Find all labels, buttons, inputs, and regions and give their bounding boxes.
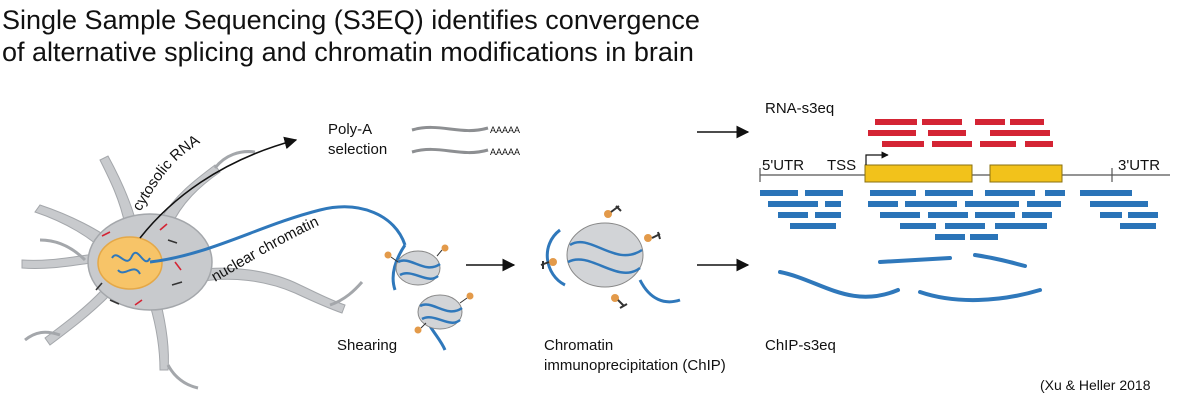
tss-label: TSS xyxy=(827,157,856,174)
chip-read xyxy=(995,223,1047,229)
chip-read xyxy=(778,212,808,218)
mrna-strand xyxy=(411,125,489,133)
rna-read xyxy=(922,119,962,125)
cytosolic-arrow xyxy=(139,136,298,239)
cytosolic-rna-fragments xyxy=(95,223,183,306)
rna-read xyxy=(882,141,924,147)
citation: (Xu & Heller 2018 xyxy=(1040,377,1151,393)
chip-read xyxy=(928,212,968,218)
polya-tail: AAAAA xyxy=(490,125,520,135)
dna-fragment xyxy=(778,270,900,299)
utr5-label: 5'UTR xyxy=(762,157,804,174)
mrna-strand xyxy=(411,147,489,155)
neuron-cell xyxy=(21,150,364,390)
exon-1 xyxy=(864,164,973,183)
poly-a-label: Poly-A xyxy=(328,121,372,138)
gene-model xyxy=(759,151,1170,183)
chip-read xyxy=(945,223,985,229)
chip-read xyxy=(965,201,1019,207)
rna-read xyxy=(975,119,1005,125)
chip-reads xyxy=(760,190,1158,240)
dna-fragment xyxy=(918,288,1042,302)
chip-read xyxy=(925,190,973,196)
rna-read xyxy=(1025,141,1053,147)
exon-2 xyxy=(989,164,1063,183)
title-line-1: Single Sample Sequencing (S3EQ) identifi… xyxy=(2,5,700,35)
chip-read xyxy=(970,234,998,240)
dna-fragment xyxy=(973,253,1027,268)
chip-read xyxy=(760,190,798,196)
chip-read xyxy=(768,201,818,207)
chip-read xyxy=(825,201,841,207)
chip-read xyxy=(1128,212,1158,218)
chip-read xyxy=(790,223,836,229)
chromatin-strand xyxy=(149,205,407,264)
chip-fragments xyxy=(778,253,1042,302)
utr3-label: 3'UTR xyxy=(1118,157,1160,174)
chip-read xyxy=(1080,190,1132,196)
rna-read xyxy=(932,141,972,147)
rna-reads xyxy=(868,119,1053,147)
nucleus xyxy=(97,236,163,290)
polya-tail: AAAAA xyxy=(490,147,520,157)
poly-a-selection-label: selection xyxy=(328,141,387,158)
tss-arrow-icon xyxy=(865,151,889,165)
figure-title: Single Sample Sequencing (S3EQ) identifi… xyxy=(2,4,700,68)
chip-nucleosome xyxy=(540,205,681,309)
rna-read xyxy=(868,130,916,136)
rna-read xyxy=(990,130,1050,136)
chip-label: immunoprecipitation (ChIP) xyxy=(544,357,726,374)
shearing-label: Shearing xyxy=(337,337,397,354)
dna-fragment xyxy=(878,256,952,264)
chip-read xyxy=(1090,201,1148,207)
rna-read xyxy=(1010,119,1044,125)
chip-read xyxy=(1120,223,1156,229)
chromatin-label: Chromatin xyxy=(544,337,613,354)
chip-read xyxy=(975,212,1015,218)
rna-read xyxy=(928,130,966,136)
rna-read xyxy=(875,119,917,125)
chip-read xyxy=(1045,190,1065,196)
chip-read xyxy=(815,212,841,218)
chip-read xyxy=(880,212,920,218)
chip-read xyxy=(1100,212,1122,218)
chip-s3eq-label: ChIP-s3eq xyxy=(765,337,836,354)
chip-read xyxy=(805,190,843,196)
rna-s3eq-label: RNA-s3eq xyxy=(765,100,834,117)
chip-read xyxy=(868,201,898,207)
sheared-nucleosomes xyxy=(384,244,474,351)
chip-read xyxy=(870,190,916,196)
chip-read xyxy=(1022,212,1052,218)
rna-read xyxy=(980,141,1016,147)
title-line-2: of alternative splicing and chromatin mo… xyxy=(2,37,694,67)
chip-read xyxy=(1027,201,1061,207)
chip-read xyxy=(985,190,1035,196)
chip-read xyxy=(905,201,957,207)
chip-read xyxy=(900,223,936,229)
chip-read xyxy=(935,234,965,240)
cytosolic-rna-label: cytosolic RNA xyxy=(129,132,203,214)
